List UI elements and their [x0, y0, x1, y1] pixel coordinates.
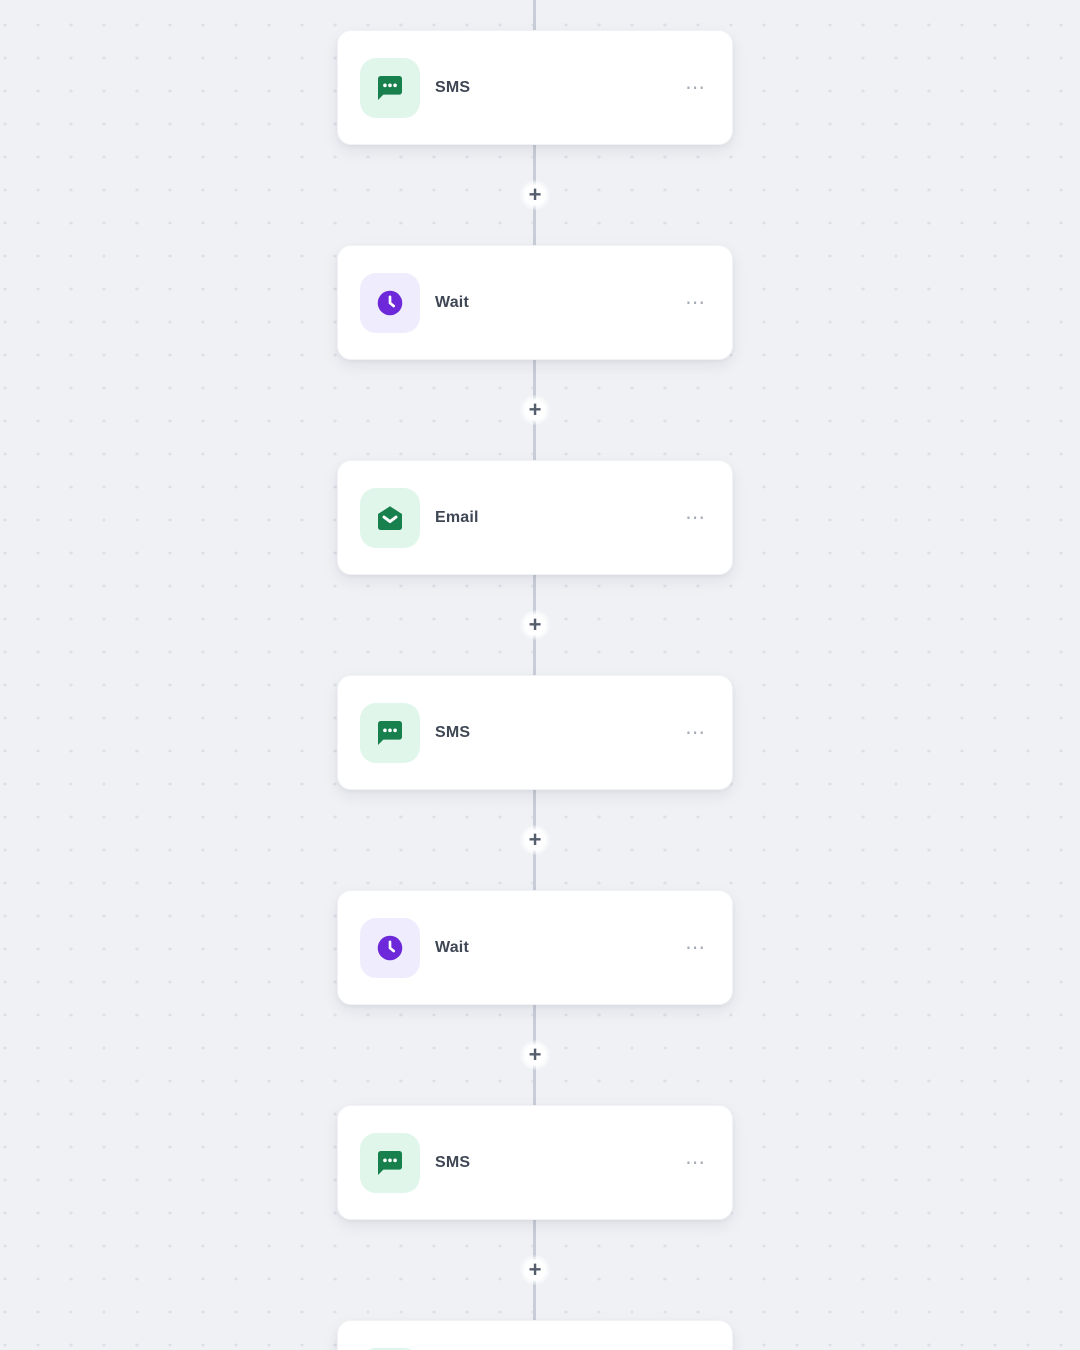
node-label: Email — [435, 508, 479, 526]
node-menu-button[interactable]: ⋯ — [685, 936, 706, 959]
workflow-node-card[interactable]: Email ⋯ — [337, 460, 733, 575]
node-icon-tile — [360, 272, 420, 333]
workflow-node-card[interactable]: Wait ⋯ — [337, 890, 733, 1005]
add-step-button[interactable]: + — [520, 395, 550, 425]
email-icon — [378, 505, 402, 530]
sms-icon — [378, 720, 402, 745]
node-icon-tile — [360, 487, 420, 548]
node-label: SMS — [435, 1153, 471, 1171]
node-label: SMS — [435, 723, 471, 741]
workflow-node-card[interactable]: SMS ⋯ — [337, 1105, 733, 1220]
node-icon-tile — [360, 702, 420, 763]
node-menu-button[interactable]: ⋯ — [685, 506, 706, 529]
node-icon-tile — [360, 1347, 420, 1350]
node-menu-button[interactable]: ⋯ — [685, 721, 706, 744]
add-step-button[interactable]: + — [520, 1040, 550, 1070]
node-icon-tile — [360, 917, 420, 978]
add-step-button[interactable]: + — [520, 610, 550, 640]
workflow-node-card[interactable]: Wait ⋯ — [337, 245, 733, 360]
node-label: Wait — [435, 938, 469, 956]
add-step-button[interactable]: + — [520, 825, 550, 855]
sms-icon — [378, 1150, 402, 1175]
add-step-button[interactable]: + — [520, 180, 550, 210]
clock-icon — [377, 935, 403, 960]
node-label: Wait — [435, 293, 469, 311]
node-label: SMS — [435, 78, 471, 96]
workflow-node-card[interactable] — [337, 1320, 733, 1350]
node-menu-button[interactable]: ⋯ — [685, 291, 706, 314]
workflow-node-card[interactable]: SMS ⋯ — [337, 675, 733, 790]
clock-icon — [377, 290, 403, 315]
node-menu-button[interactable]: ⋯ — [685, 76, 706, 99]
sms-icon — [378, 75, 402, 100]
add-step-button[interactable]: + — [520, 1255, 550, 1285]
node-icon-tile — [360, 1132, 420, 1193]
workflow-node-card[interactable]: SMS ⋯ — [337, 30, 733, 145]
node-menu-button[interactable]: ⋯ — [685, 1151, 706, 1174]
node-icon-tile — [360, 57, 420, 118]
